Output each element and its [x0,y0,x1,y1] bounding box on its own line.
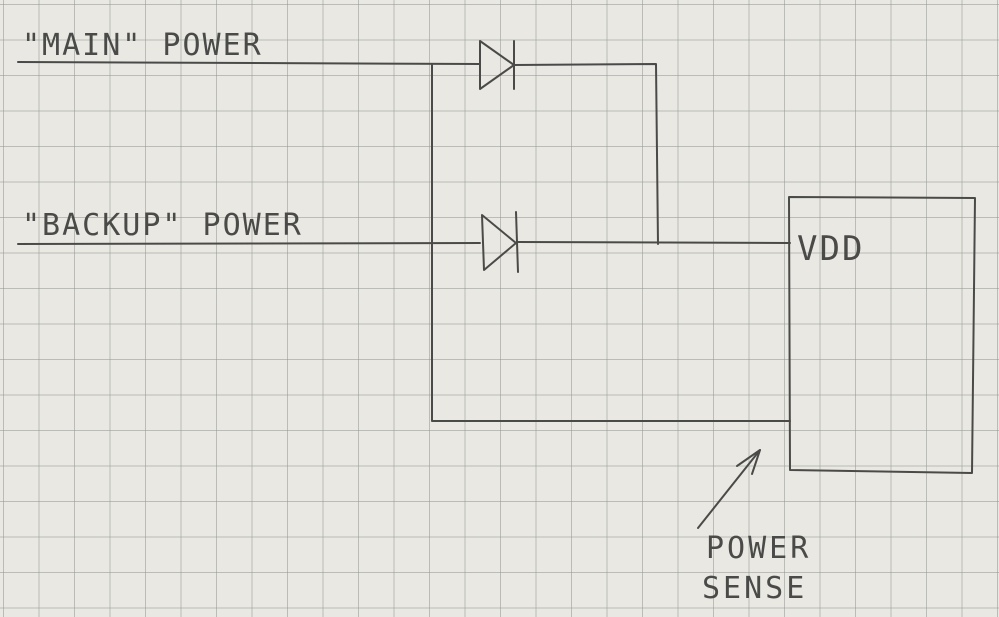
main-power-diode [479,40,515,90]
backup-power-label: "BACKUP" POWER [22,208,303,243]
backup-power-diode [481,211,519,273]
backup-power-wire [17,242,481,245]
main-power-wire [17,61,481,65]
vdd-pin-label: VDD [797,229,864,269]
power-sense-arrow [697,449,761,529]
chip-box [788,196,976,474]
power-sense-label-line1: POWER [706,531,811,566]
main-power-label: "MAIN" POWER [22,28,263,63]
backup-diode-output-wire [517,241,791,244]
power-sense-wire [431,64,791,422]
main-diode-output-wire [513,63,659,245]
power-sense-label-line2: SENSE [702,571,807,606]
